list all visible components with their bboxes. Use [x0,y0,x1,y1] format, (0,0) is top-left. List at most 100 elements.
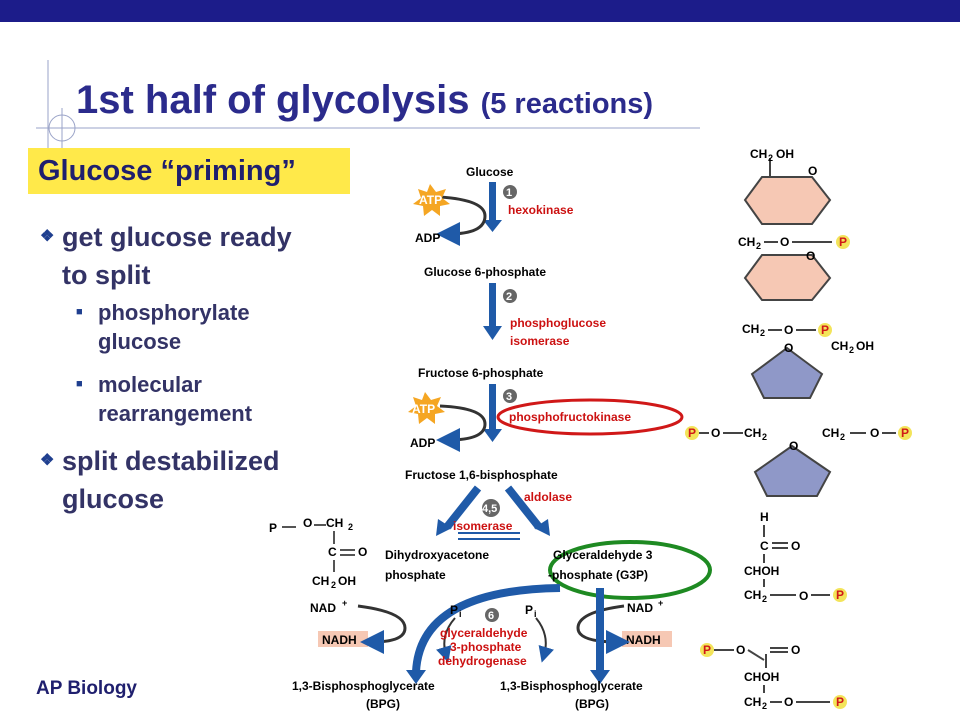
bpg-o1: O [736,643,745,657]
nad-left-sup: + [342,598,347,608]
g3p-p: P [836,588,844,602]
step1-number: 1 [506,187,512,199]
glucose-ring-o: O [808,164,817,178]
glucose-ring [743,176,832,225]
step3-arrowhead [483,429,502,442]
g3p-label-1: Glyceraldehyde 3 [553,548,653,562]
f16bp-phosphate-left [685,426,699,440]
split-arrow-left [443,485,482,530]
f6p-ch2: CH [742,322,759,336]
step2-badge [503,289,517,303]
g3p-ch2-sub: 2 [762,594,767,604]
dhap-ch2: CH [326,516,343,530]
dhap-o: O [303,516,312,530]
g6p-label: Glucose 6-phosphate [424,265,546,279]
step6-arrow-left [412,584,561,673]
pgi-label-1: phosphoglucose [510,316,606,330]
nadh-box-left [318,631,368,647]
atp-adp-curve-3 [436,404,487,452]
f6p-ring [750,346,824,399]
bullet-marker-icon: ❖ [40,228,55,245]
g6p-o: O [780,235,789,249]
f16bp-label: Fructose 1,6-bisphosphate [405,468,558,482]
dhap-label-2: phosphate [385,568,446,582]
bpg-ch2-sub: 2 [762,701,767,711]
bpg-left-1: 1,3-Bisphosphoglycerate [292,679,435,693]
step3-arrow [489,384,496,430]
step6-number: 6 [488,610,494,622]
f16bp-ch2-left-sub: 2 [762,432,767,442]
pi-curve-right [535,617,554,663]
f16bp-p-right: P [901,426,909,440]
f6p-ch2oh: CH [831,339,848,353]
g6p-ring-o: O [806,249,815,263]
step45-badge [482,499,500,517]
bpg-phosphate-1 [700,643,714,657]
gapdh-label-3: dehydrogenase [438,654,527,668]
bpg-right-1: 1,3-Bisphosphoglycerate [500,679,643,693]
dhap-ch2oh: CH [312,574,329,588]
atp-label-1: ATP [419,193,442,207]
bpg-bond-2 [747,649,765,661]
bullet-2-line2: glucose [98,329,182,354]
bullet-2-line1: phosphorylate [98,300,250,325]
pi-left: P [450,603,458,617]
g6p-ring [743,254,832,301]
bullet-3: ■ molecular rearrangement [76,370,336,428]
bullet-4: ❖ split destabilized glucose [40,442,340,518]
top-bar [0,0,960,22]
nadh-box-right [622,631,672,647]
f16bp-p-left: P [688,426,696,440]
bpg-phosphate-2 [833,695,847,709]
step6-badge [485,608,499,622]
pi-right-sub: i [534,609,537,619]
g6p-phosphate [836,235,850,249]
g6p-ch2-sub: 2 [756,241,761,251]
f6p-ch2-sub: 2 [760,328,765,338]
gapdh-label-2: 3-phosphate [450,640,522,654]
nad-right-sup: + [658,598,663,608]
pgi-label-2: isomerase [510,334,570,348]
atp-adp-curve-1 [436,195,487,246]
nad-right: NAD [627,601,653,615]
g3p-o2: O [799,589,808,603]
bullet-1-line1: get glucose ready [62,222,292,252]
bullet-4-line2: glucose [62,484,165,514]
step2-number: 2 [506,291,512,303]
aldolase-label: aldolase [524,490,572,504]
g3p-h: H [760,510,769,524]
f16bp-o-left: O [711,426,720,440]
f16bp-phosphate-right [898,426,912,440]
nadh-left: NADH [322,633,357,647]
step6-arrowhead-right [590,670,610,684]
dhap-c: C [328,545,337,559]
bpg-left-2: (BPG) [366,697,400,711]
atp-label-3: ATP [412,402,435,416]
nad-curve-left [357,604,407,654]
glucose-ch2oh: CH [750,147,767,161]
split-arrow-right [504,485,543,530]
sub-bullet-marker-icon: ■ [76,378,83,390]
nad-left: NAD [310,601,336,615]
bullet-3-line1: molecular [98,372,202,397]
glucose-ch2oh-sub: 2 [768,153,773,163]
sub-bullet-marker-icon: ■ [76,306,83,318]
f6p-ch2oh-oh: OH [856,339,874,353]
f16bp-ring-o: O [789,439,798,453]
glucose-ch2oh-oh: OH [776,147,794,161]
g3p-choh: CHOH [744,564,779,578]
bullet-1: ❖ get glucose ready to split [40,218,340,294]
bpg-ch2: CH [744,695,761,709]
bullet-3-line2: rearrangement [98,401,253,426]
f16bp-o-right: O [870,426,879,440]
step45-number: 4,5 [482,503,497,515]
atp-star-1 [413,184,450,216]
bpg-o3: O [784,695,793,709]
bpg-p1: P [703,643,711,657]
f6p-phosphate [818,323,832,337]
f6p-o: O [784,323,793,337]
bullet-2: ■ phosphorylate glucose [76,298,336,356]
g6p-p: P [839,235,847,249]
f6p-ch2oh-sub: 2 [849,345,854,355]
f6p-label: Fructose 6-phosphate [418,366,544,380]
